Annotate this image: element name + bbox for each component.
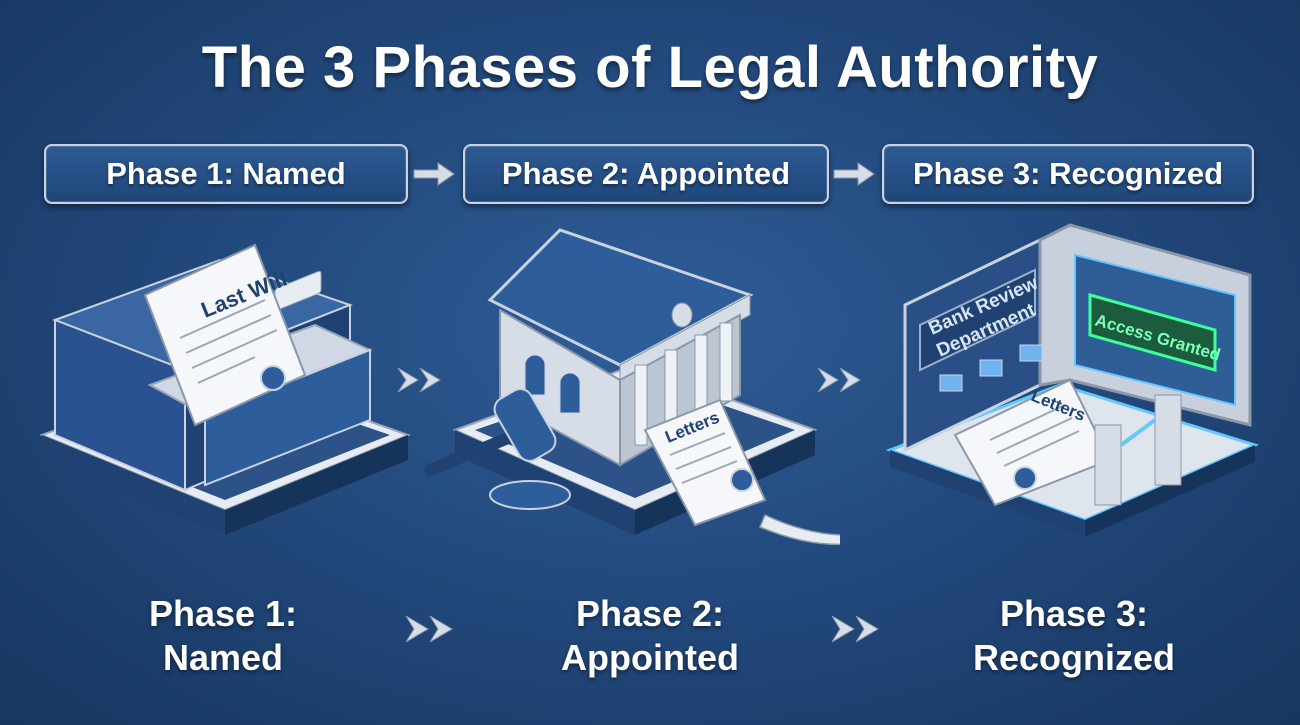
- phase-1-label: Phase 1: Named: [73, 592, 373, 680]
- phase-3-label-line-1: Phase 3:: [999, 593, 1149, 634]
- page-title: The 3 Phases of Legal Authority: [201, 35, 1099, 100]
- phase-2-header-label: Phase 2: Appointed: [501, 156, 791, 191]
- bottom-arrow-2-icon: [831, 615, 879, 643]
- access-screen-icon: [1088, 293, 1217, 372]
- turnstile-icon: [1094, 394, 1182, 506]
- scene-phase-3: Bank Review Department Access Granted Le…: [885, 223, 1260, 537]
- header-arrow-1-icon: [413, 162, 455, 186]
- gavel-icon: [424, 388, 571, 510]
- phase-1-header-label: Phase 1: Named: [106, 156, 346, 191]
- phase-1-label-line-1: Phase 1:: [148, 593, 298, 634]
- phase-3-header-label: Phase 3: Recognized: [912, 156, 1224, 191]
- scene-arrow-1-icon: [397, 367, 441, 393]
- phase-2-header: Phase 2: Appointed: [463, 144, 829, 204]
- bottom-arrow-1-icon: [405, 615, 453, 643]
- curved-arrow-icon: [759, 513, 840, 546]
- phase-2-label-line-2: Appointed: [561, 637, 739, 678]
- scene-arrow-2-icon: [817, 367, 861, 393]
- seal-icon: [260, 365, 286, 391]
- letters-document-icon: [643, 398, 767, 527]
- phase-3-label: Phase 3: Recognized: [924, 592, 1224, 680]
- will-document-icon: [143, 243, 307, 427]
- phase-1-label-line-2: Named: [162, 637, 284, 678]
- scene-phase-2: Letters: [424, 228, 840, 546]
- phase-3-label-line-2: Recognized: [972, 637, 1176, 678]
- phase-2-label-line-1: Phase 2:: [575, 593, 725, 634]
- scene-phase-1: Last Will: [39, 243, 411, 535]
- phase-3-header: Phase 3: Recognized: [882, 144, 1254, 204]
- phase-2-label: Phase 2: Appointed: [500, 592, 800, 680]
- header-arrow-2-icon: [833, 162, 875, 186]
- phase-1-header: Phase 1: Named: [44, 144, 408, 204]
